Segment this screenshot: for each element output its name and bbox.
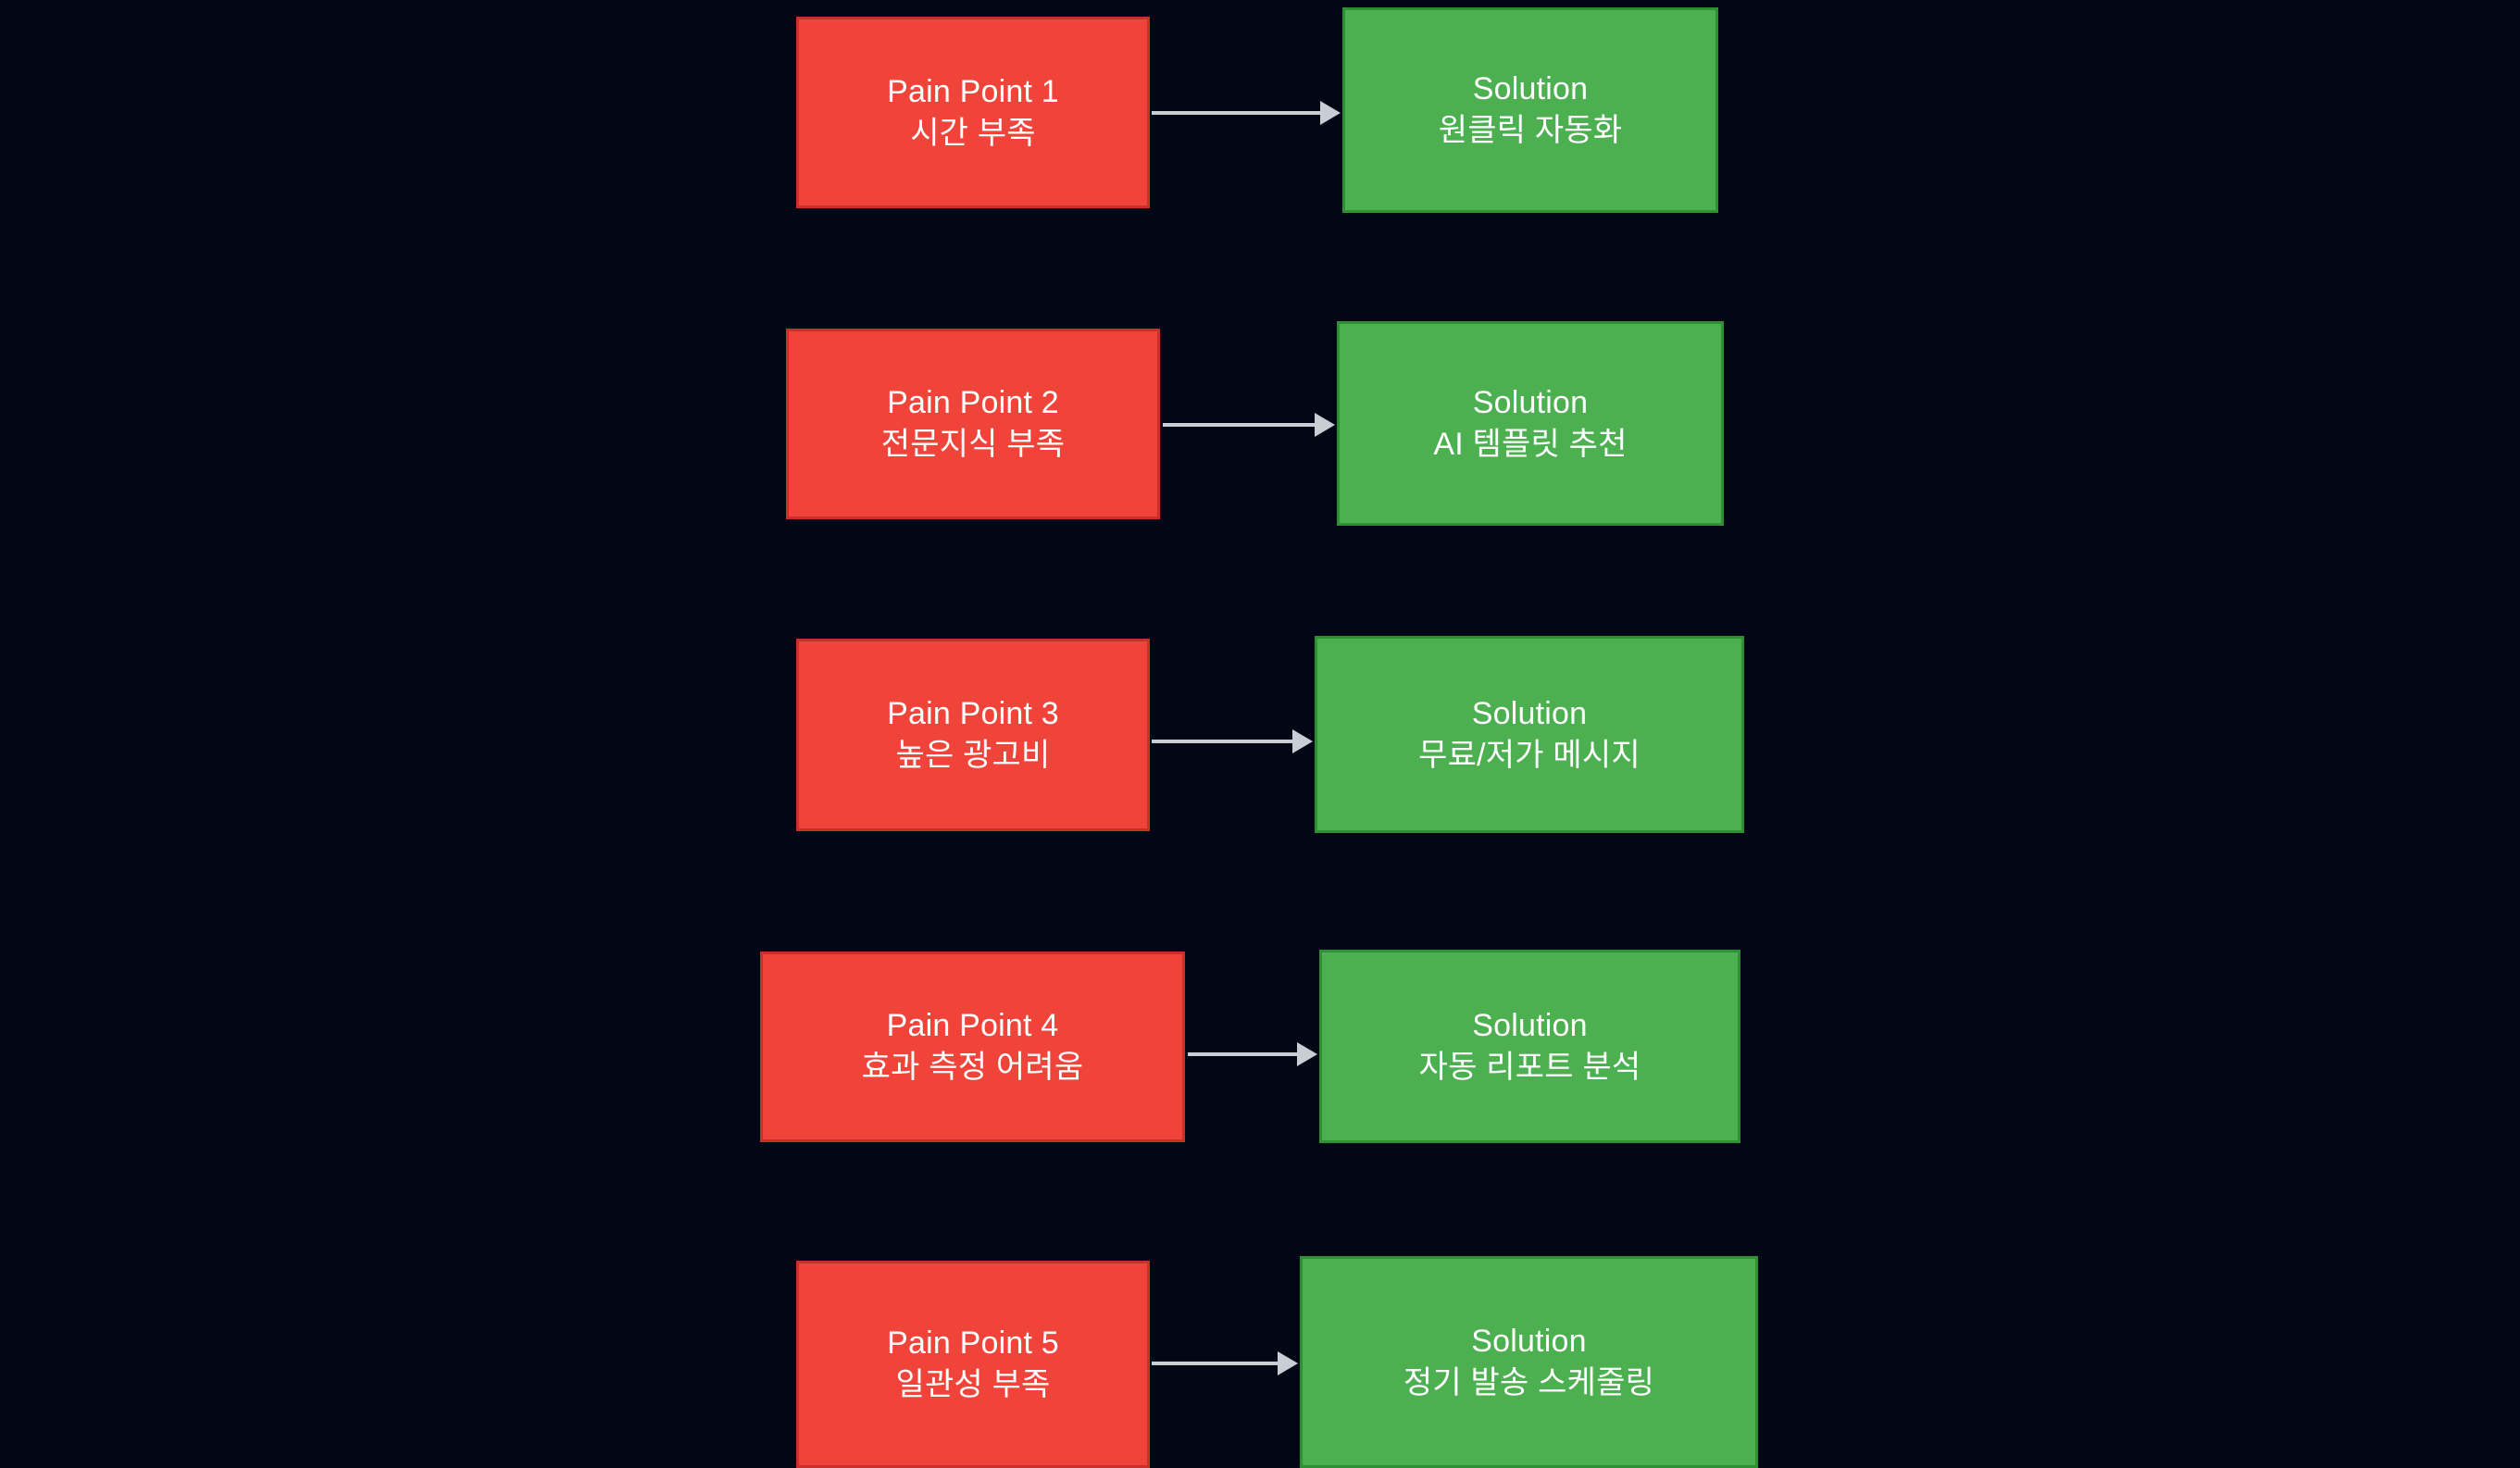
arrow-shaft	[1152, 740, 1292, 743]
pain-point-title: Pain Point 4	[886, 1008, 1059, 1044]
solution-detail: 자동 리포트 분석	[1418, 1049, 1641, 1085]
arrow-right-icon	[1188, 1042, 1317, 1066]
arrow-shaft	[1188, 1052, 1297, 1056]
solution-detail: 정기 발송 스케줄링	[1403, 1364, 1655, 1400]
pain-point-title: Pain Point 5	[887, 1325, 1059, 1362]
arrow-head	[1315, 413, 1335, 437]
pain-point-node-3[interactable]: Pain Point 3 높은 광고비	[796, 639, 1150, 831]
arrow-right-icon	[1152, 729, 1313, 753]
pain-point-node-5[interactable]: Pain Point 5 일관성 부족	[796, 1261, 1150, 1468]
pain-point-detail: 높은 광고비	[895, 738, 1051, 773]
solution-node-1[interactable]: Solution 원클릭 자동화	[1342, 7, 1718, 213]
solution-title: Solution	[1471, 695, 1588, 731]
arrow-head	[1278, 1351, 1298, 1375]
solution-title: Solution	[1472, 71, 1589, 107]
arrow-right-icon	[1152, 101, 1341, 125]
arrow-shaft	[1152, 1362, 1278, 1365]
solution-title: Solution	[1472, 1007, 1588, 1043]
arrow-right-icon	[1163, 413, 1335, 437]
solution-node-4[interactable]: Solution 자동 리포트 분석	[1319, 950, 1740, 1143]
pain-point-title: Pain Point 2	[887, 385, 1059, 421]
pain-point-detail: 시간 부족	[910, 115, 1036, 151]
arrow-right-icon	[1152, 1351, 1298, 1375]
pain-point-detail: 일관성 부족	[895, 1367, 1051, 1402]
solution-node-3[interactable]: Solution 무료/저가 메시지	[1315, 636, 1744, 833]
solution-detail: 무료/저가 메시지	[1418, 737, 1640, 773]
arrow-shaft	[1163, 423, 1315, 427]
pain-point-detail: 전문지식 부족	[880, 427, 1066, 462]
solution-detail: AI 템플릿 추천	[1433, 426, 1628, 462]
pain-point-detail: 효과 측정 어려움	[861, 1050, 1084, 1085]
solution-title: Solution	[1471, 1323, 1587, 1359]
solution-title: Solution	[1472, 384, 1589, 420]
arrow-head	[1320, 101, 1341, 125]
pain-point-title: Pain Point 3	[887, 696, 1059, 732]
solution-node-2[interactable]: Solution AI 템플릿 추천	[1337, 321, 1724, 526]
arrow-head	[1297, 1042, 1317, 1066]
arrow-head	[1292, 729, 1313, 753]
solution-detail: 원클릭 자동화	[1438, 113, 1623, 148]
pain-point-node-1[interactable]: Pain Point 1 시간 부족	[796, 17, 1150, 208]
pain-point-node-2[interactable]: Pain Point 2 전문지식 부족	[786, 329, 1160, 519]
arrow-shaft	[1152, 111, 1320, 115]
pain-point-title: Pain Point 1	[887, 73, 1059, 109]
solution-node-5[interactable]: Solution 정기 발송 스케줄링	[1300, 1256, 1758, 1468]
pain-point-node-4[interactable]: Pain Point 4 효과 측정 어려움	[760, 952, 1185, 1142]
